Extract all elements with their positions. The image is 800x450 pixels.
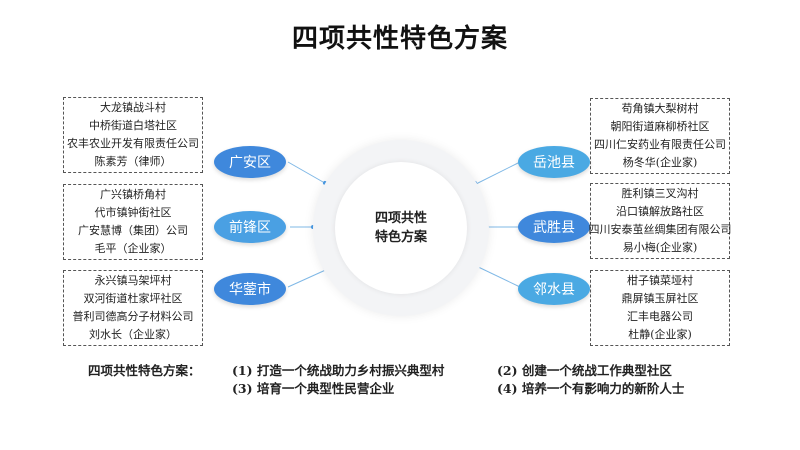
oval-right-1: 武胜县 <box>518 211 590 243</box>
footer-point-1: (1) 打造一个统战助力乡村振兴典型村 <box>232 363 445 378</box>
connector-line <box>287 267 331 288</box>
box-item: 苟角镇大梨树村 <box>621 102 699 115</box>
box-item: 杜静(企业家) <box>628 328 692 341</box>
right-box-0: 苟角镇大梨树村朝阳街道麻柳桥社区四川仁安药业有限责任公司杨冬华(企业家) <box>590 98 730 174</box>
footer-point-2: (2) 创建一个统战工作典型社区 <box>497 363 672 378</box>
box-item: 代市镇钟街社区 <box>94 206 172 219</box>
right-box-1: 胜利镇三叉沟村沿口镇解放路社区四川安泰茧丝绸集团有限公司易小梅(企业家) <box>588 183 732 259</box>
connector-line <box>471 161 521 187</box>
oval-left-0: 广安区 <box>214 146 286 178</box>
box-item: 陈素芳（律师） <box>94 155 172 168</box>
box-item: 杨冬华(企业家) <box>622 156 698 169</box>
footer-label: 四项共性特色方案： <box>88 363 201 378</box>
center-line1: 四项共性 <box>374 211 427 226</box>
left-box-2: 永兴镇马架坪村双河街道杜家坪社区普利司德高分子材料公司刘水长（企业家） <box>63 270 203 346</box>
oval-left-1: 前锋区 <box>214 211 286 243</box>
box-item: 鼎屏镇玉屏社区 <box>621 292 699 305</box>
box-item: 广兴镇桥角村 <box>100 188 166 201</box>
box-item: 双河街道杜家坪社区 <box>83 292 183 305</box>
box-item: 柑子镇菜垭村 <box>627 274 693 287</box>
box-item: 汇丰电器公司 <box>627 310 693 323</box>
left-box-1: 广兴镇桥角村代市镇钟街社区广安慧博（集团）公司毛平（企业家） <box>63 184 203 260</box>
box-item: 四川安泰茧丝绸集团有限公司 <box>588 223 732 236</box>
footer-point-4: (4) 培养一个有影响力的新阶人士 <box>497 381 685 396</box>
center-circle: 四项共性特色方案 <box>335 162 467 294</box>
right-box-2: 柑子镇菜垭村鼎屏镇玉屏社区汇丰电器公司杜静(企业家) <box>590 270 730 346</box>
box-item: 朝阳街道麻柳桥社区 <box>610 120 710 133</box>
oval-right-0: 岳池县 <box>518 146 590 178</box>
box-item: 广安慧博（集团）公司 <box>78 224 188 237</box>
box-item: 中桥街道白塔社区 <box>89 119 177 132</box>
box-item: 普利司德高分子材料公司 <box>72 310 194 323</box>
box-item: 农丰农业开发有限责任公司 <box>67 137 199 150</box>
box-item: 大龙镇战斗村 <box>100 101 166 114</box>
box-item: 永兴镇马架坪村 <box>94 274 172 287</box>
footer-point-3: (3) 培育一个典型性民营企业 <box>232 381 395 396</box>
box-item: 毛平（企业家） <box>94 242 172 255</box>
box-item: 胜利镇三叉沟村 <box>621 187 699 200</box>
connector-line <box>287 161 331 187</box>
oval-right-2: 邻水县 <box>518 273 590 305</box>
left-box-0: 大龙镇战斗村中桥街道白塔社区农丰农业开发有限责任公司陈素芳（律师） <box>63 97 203 173</box>
box-item: 四川仁安药业有限责任公司 <box>594 138 726 151</box>
oval-left-2: 华蓥市 <box>214 273 286 305</box>
page-title: 四项共性特色方案 <box>291 24 508 54</box>
connector-line <box>471 263 521 288</box>
box-item: 易小梅(企业家) <box>622 241 698 254</box>
center-line2: 特色方案 <box>374 230 427 245</box>
box-item: 刘水长（企业家） <box>89 328 177 341</box>
box-item: 沿口镇解放路社区 <box>616 205 704 218</box>
